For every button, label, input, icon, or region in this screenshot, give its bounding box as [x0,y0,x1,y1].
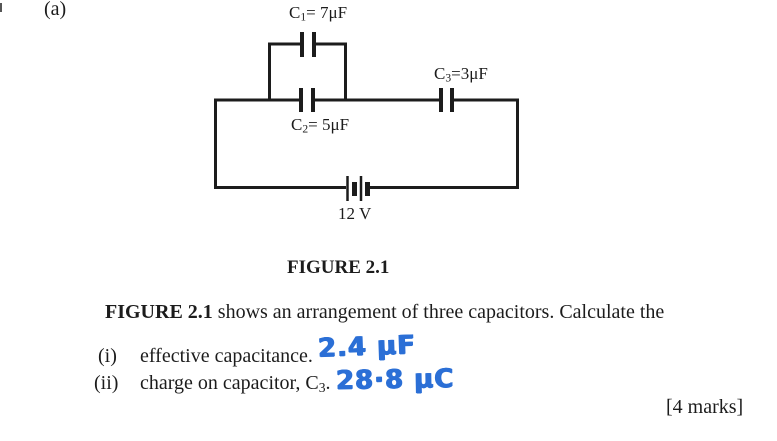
item-i-number: (i) [98,345,117,367]
battery-label: 12 V [338,204,372,223]
question-intro-rest: shows an arrangement of three capacitors… [212,301,665,323]
item-ii-number: (ii) [94,372,119,394]
item-ii-text: charge on capacitor, C3. [140,372,331,395]
capacitor-c2-label: C2= 5μF [291,115,350,136]
capacitor-c2 [299,88,315,112]
capacitor-c1 [268,32,347,57]
marks-label: [4 marks] [666,396,744,418]
battery-symbol [346,176,370,201]
item-i-text: effective capacitance. [140,345,313,367]
item-i-handwritten-answer: 2.4 μF [317,330,417,364]
question-intro-bold: FIGURE 2.1 [105,301,213,323]
part-label: (a) [44,0,67,20]
capacitor-c3 [439,88,454,112]
scan-artifact [0,3,2,12]
figure-caption: FIGURE 2.1 [287,257,390,278]
item-ii-handwritten-answer: 28·8 μC [335,363,455,397]
c3-subscript-inline: 3 [318,379,326,395]
question-intro: FIGURE 2.1 shows an arrangement of three… [105,301,664,324]
capacitor-c1-label: C1= 7μF [289,3,348,24]
c1-subscript: 1 [300,10,307,24]
capacitor-c3-label: C3=3μF [434,64,488,85]
c2-subscript: 2 [302,122,309,136]
c3-subscript: 3 [445,71,452,85]
